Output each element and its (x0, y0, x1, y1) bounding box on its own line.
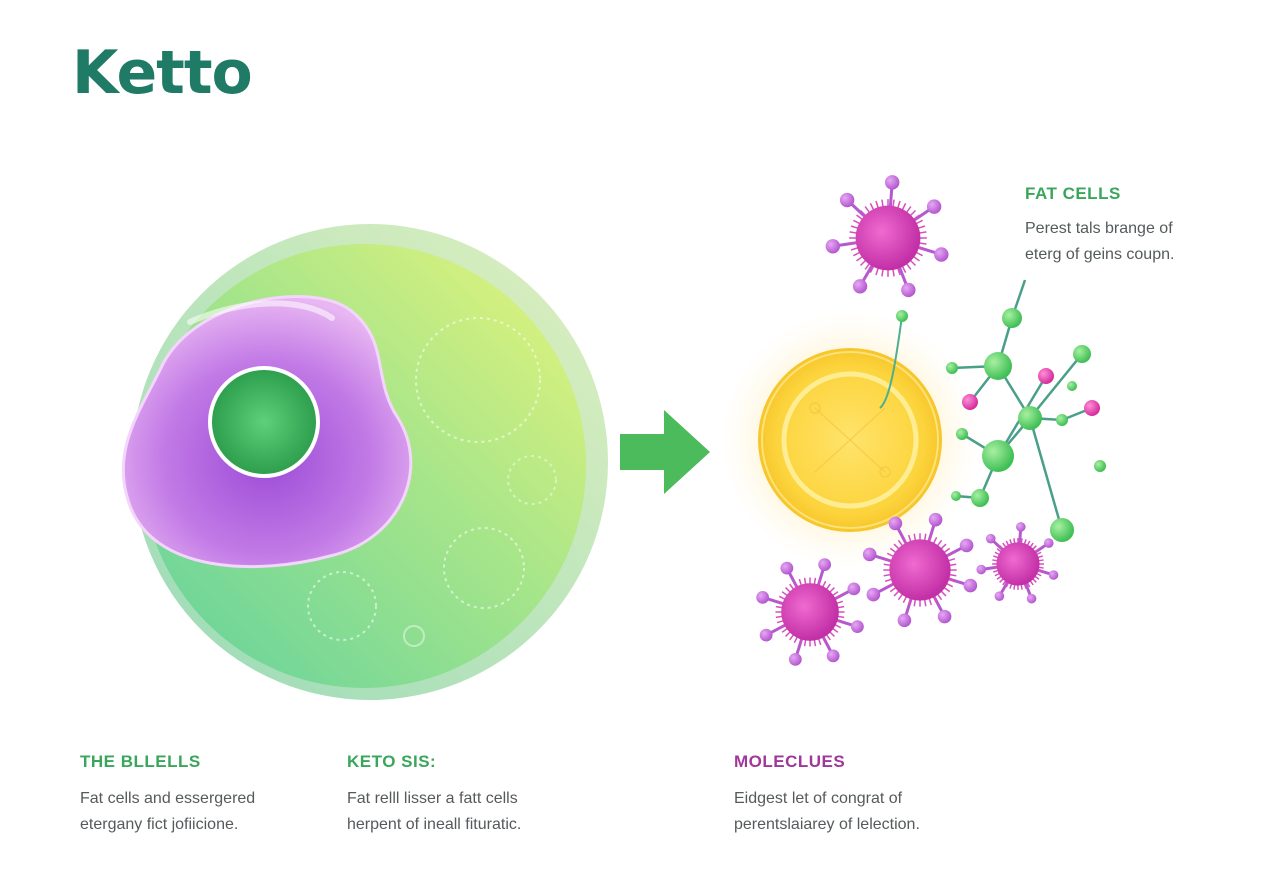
caption-title: THE BLLELLS (80, 752, 201, 771)
nucleus-icon (208, 366, 320, 478)
fat-cells-callout-body: Perest tals brange of eterg of geins cou… (1025, 216, 1174, 268)
caption-title: KETO SIS: (347, 752, 437, 771)
caption-line: Eidgest let of congrat of (734, 790, 903, 807)
virus-molecules (756, 175, 1059, 666)
virus-molecule-icon (756, 558, 864, 666)
fat-cells-callout-title: FAT CELLS (1025, 184, 1121, 203)
caption-line: Fat cells and essergered (80, 790, 256, 807)
virus-molecule-icon (862, 512, 978, 628)
virus-molecule-icon (825, 175, 949, 298)
caption-line: herpent of ineall fituratic. (347, 816, 522, 833)
caption-line: Fat relll lisser a fatt cells (347, 790, 518, 807)
arrow-right-icon (620, 410, 710, 494)
caption-line: etergany fict jofiicione. (80, 816, 239, 833)
fat-cell-icon (121, 224, 608, 700)
brand-logo: Ketto (72, 38, 253, 108)
caption-bllells: THE BLLELLS Fat cells and essergered ete… (80, 752, 380, 838)
callout-line: Perest tals brange of (1025, 220, 1173, 237)
virus-molecule-icon (976, 522, 1059, 604)
caption-title: MOLECLUES (734, 752, 846, 771)
glowing-energy-sun-icon (720, 310, 980, 570)
caption-molecules: MOLECLUES Eidgest let of congrat of pere… (734, 752, 1034, 838)
caption-keto-sis: KETO SIS: Fat relll lisser a fatt cells … (347, 752, 647, 838)
callout-line: eterg of geins coupn. (1025, 246, 1175, 263)
caption-line: perentslaiarey of lelection. (734, 816, 920, 833)
